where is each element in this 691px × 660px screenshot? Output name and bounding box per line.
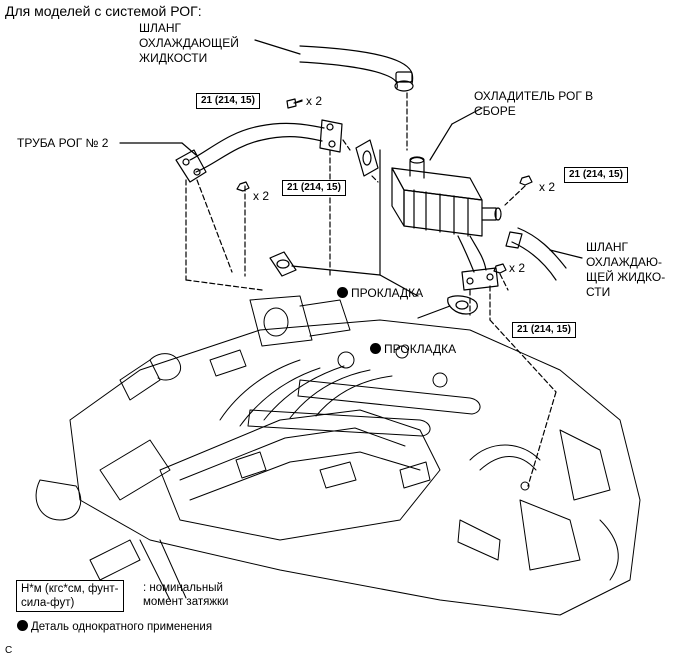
label-coolant-hose-right-3: ЩЕЙ ЖИДКО-: [586, 270, 666, 284]
qty-top: x 2: [306, 94, 323, 108]
label-gasket-2: ПРОКЛАДКА: [370, 342, 456, 356]
qty-right-lower: x 2: [509, 261, 526, 275]
coolant-hose-top-part: [254, 39, 414, 92]
label-coolant-hose-right-1: ШЛАНГ: [586, 240, 629, 254]
single-use-dot-icon: [337, 287, 348, 298]
gasket-lower-right-part: [447, 295, 478, 315]
gasket-lower-left-part: [269, 251, 297, 277]
qty-right-upper: x 2: [539, 180, 556, 194]
label-coolant-hose-right-2: ОХЛАЖДАЮ-: [586, 255, 663, 269]
qty-left: x 2: [253, 189, 270, 203]
label-coolant-hose-top-1: ШЛАНГ: [139, 21, 182, 35]
single-use-dot-icon: [17, 620, 28, 631]
figure-code: C: [5, 645, 13, 656]
nut-right-lower: [493, 263, 507, 274]
label-egr-cooler-1: ОХЛАДИТЕЛЬ РОГ В: [474, 89, 594, 103]
engine-assembly-drawing: [35, 295, 641, 616]
gasket-upper-part: [355, 139, 379, 177]
egr-pipe-part: [175, 119, 343, 183]
nut-left: [236, 181, 250, 192]
torque-spec-right-lower: 21 (214, 15): [512, 322, 576, 338]
alignment-lines: [185, 139, 557, 487]
label-coolant-hose-top-2: ОХЛАЖДАЮЩЕЙ: [139, 36, 239, 50]
legend-torque-unit-box: Н*м (кгс*см, фунт- сила-фут): [16, 580, 124, 612]
single-use-dot-icon: [370, 343, 381, 354]
torque-spec-right-upper: 21 (214, 15): [564, 167, 628, 183]
legend-torque-unit-desc: : номинальный момент затяжки: [143, 582, 229, 608]
label-coolant-hose-right-4: СТИ: [586, 285, 611, 299]
nut-right-upper: [519, 175, 533, 186]
torque-spec-top: 21 (214, 15): [196, 93, 260, 109]
torque-spec-left: 21 (214, 15): [282, 180, 346, 196]
label-coolant-hose-top-3: ЖИДКОСТИ: [139, 51, 208, 65]
label-egr-pipe: ТРУБА РОГ № 2: [17, 136, 109, 150]
coolant-hose-right-part: [505, 227, 567, 281]
legend-single-use: Деталь однократного применения: [17, 620, 212, 634]
label-gasket-1: ПРОКЛАДКА: [337, 286, 423, 300]
diagram-title: Для моделей с системой РОГ:: [5, 3, 202, 19]
egr-cooler-part: [391, 156, 502, 291]
label-egr-cooler-2: СБОРЕ: [474, 104, 516, 118]
